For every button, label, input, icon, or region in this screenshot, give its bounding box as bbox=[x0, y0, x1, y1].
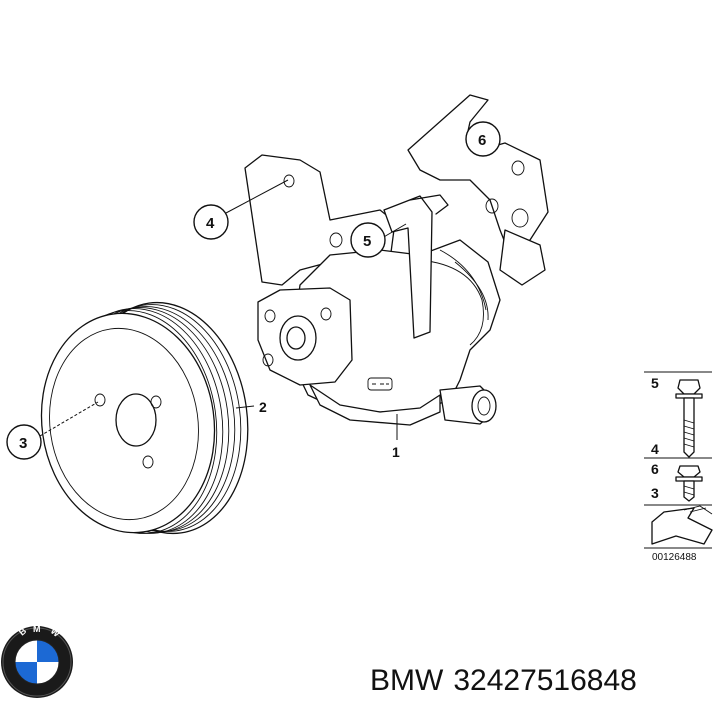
callout-6: 6 bbox=[465, 121, 501, 157]
svg-text:5: 5 bbox=[363, 233, 371, 250]
hardware-kit: 5 4 6 3 00126488 bbox=[644, 371, 713, 563]
long-bolt-icon bbox=[675, 379, 703, 458]
callout-3: 3 bbox=[6, 424, 42, 460]
part-number: 32427516848 bbox=[453, 664, 637, 697]
svg-text:4: 4 bbox=[651, 441, 659, 457]
svg-text:00126488: 00126488 bbox=[652, 552, 697, 563]
pump-assembly bbox=[244, 94, 549, 426]
brand-name: BMW bbox=[370, 664, 444, 697]
svg-text:3: 3 bbox=[19, 435, 27, 452]
svg-text:5: 5 bbox=[651, 375, 659, 391]
svg-text:B: B bbox=[17, 625, 29, 637]
svg-text:1: 1 bbox=[392, 444, 400, 460]
callout-5: 5 bbox=[350, 222, 386, 258]
callout-1: 1 bbox=[392, 444, 400, 460]
svg-text:3: 3 bbox=[651, 485, 659, 501]
svg-text:4: 4 bbox=[206, 215, 215, 232]
short-bolt-icon bbox=[675, 465, 703, 502]
svg-text:2: 2 bbox=[259, 399, 267, 415]
svg-text:M: M bbox=[33, 624, 41, 634]
svg-text:6: 6 bbox=[651, 461, 659, 477]
direction-arrow-icon bbox=[651, 505, 713, 545]
part-caption: BMW 32427516848 bbox=[370, 664, 647, 698]
callout-2: 2 bbox=[259, 399, 267, 415]
bmw-roundel-icon: B M W bbox=[1, 624, 73, 698]
callout-4: 4 bbox=[193, 204, 229, 240]
pulley bbox=[40, 301, 249, 535]
svg-text:6: 6 bbox=[478, 132, 486, 149]
